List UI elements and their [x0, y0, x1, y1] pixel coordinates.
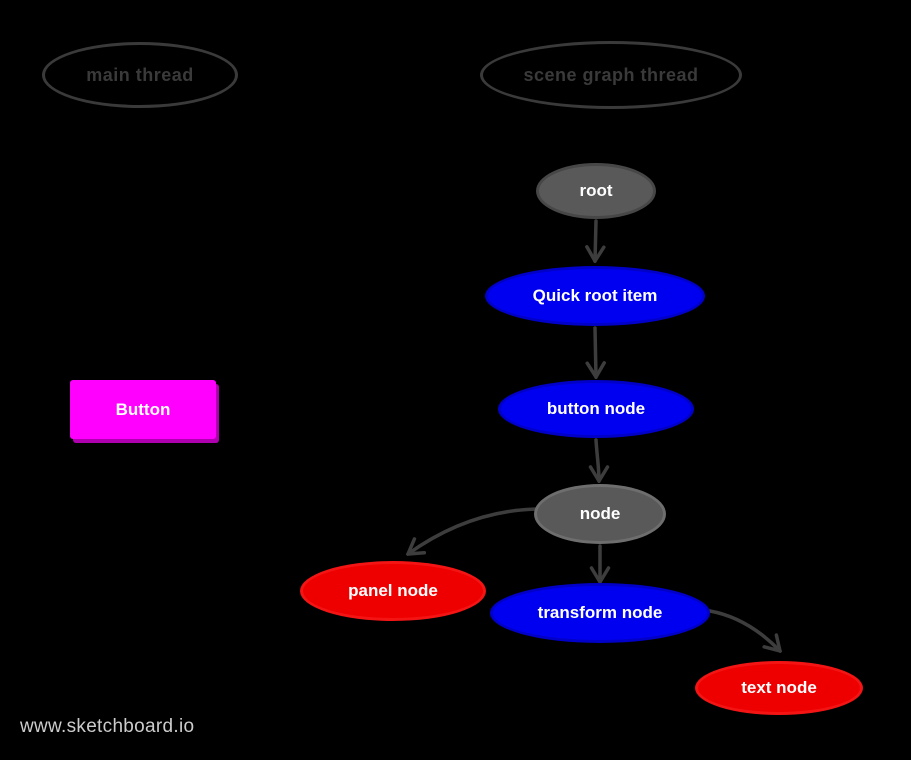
node-panel-node: panel node: [300, 561, 486, 621]
lane-main-thread-label: main thread: [86, 64, 194, 85]
edge-transform-node-to-text-node: [708, 609, 780, 651]
edge-quick-root-item-to-button-node: [595, 326, 596, 377]
node-node-label: node: [579, 504, 621, 523]
node-text-node-label: text node: [741, 678, 817, 697]
node-text-node: text node: [695, 661, 863, 715]
node-button-node: button node: [498, 380, 694, 438]
node-root-label: root: [579, 181, 613, 200]
node-transform-node-label: transform node: [537, 603, 663, 622]
edge-root-to-quick-root-item: [595, 219, 596, 261]
lane-scene-graph-thread-label: scene graph thread: [523, 64, 699, 85]
edge-button-node-to-node: [596, 438, 599, 481]
node-node: node: [534, 484, 666, 544]
node-panel-node-label: panel node: [348, 581, 438, 600]
edge-node-to-panel-node: [408, 507, 538, 554]
lane-main-thread: main thread: [42, 42, 238, 108]
lane-scene-graph-thread: scene graph thread: [480, 41, 742, 109]
node-button-node-label: button node: [546, 399, 646, 418]
watermark-text: www.sketchboard.io: [20, 716, 195, 737]
node-quick-root-item: Quick root item: [485, 266, 705, 326]
button-shape: Button: [70, 380, 216, 439]
node-transform-node: transform node: [490, 583, 710, 643]
node-root: root: [536, 163, 656, 219]
node-quick-root-item-label: Quick root item: [532, 286, 658, 305]
button-shape-label: Button: [115, 399, 171, 419]
